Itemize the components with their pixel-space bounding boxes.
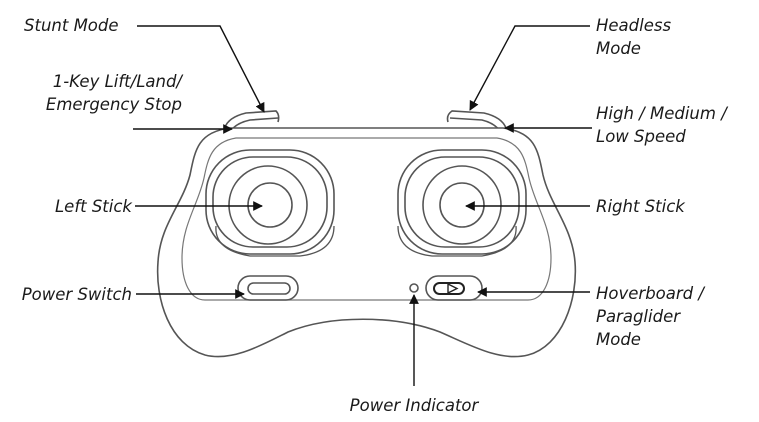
label-one-key-lift: 1-Key Lift/Land/ Emergency Stop [10,70,182,116]
left-stick-well [205,149,335,257]
label-power-switch: Power Switch [21,285,132,304]
power-switch [237,275,299,301]
label-hoverboard-mode-line-2: Paraglider [596,307,681,326]
label-left-stick: Left Stick [54,197,132,216]
label-speed: High / Medium / Low Speed [596,102,727,148]
label-speed-line-2: Low Speed [596,127,686,146]
power-indicator-led [409,283,419,293]
label-hoverboard-mode-line-1: Hoverboard / [596,284,704,303]
label-headless-mode-line-1: Headless [596,16,672,35]
callout-headless-mode [469,25,590,111]
left-stick [228,165,308,245]
label-one-key-lift-line-2: Emergency Stop [45,95,182,114]
callout-lines [133,25,592,386]
label-hoverboard-mode-line-3: Mode [596,330,641,349]
callout-stunt-mode [137,25,265,113]
label-speed-line-1: High / Medium / [596,104,727,123]
label-headless-mode-line-2: Mode [596,39,641,58]
label-right-stick: Right Stick [596,197,685,216]
label-one-key-lift-line-1: 1-Key Lift/Land/ [52,72,182,91]
right-stick [422,165,502,245]
label-power-indicator: Power Indicator [349,396,479,415]
label-headless-mode: Headless Mode [596,14,671,60]
label-stunt-mode: Stunt Mode [24,16,119,35]
label-hoverboard-mode: Hoverboard / Paraglider Mode [596,282,704,351]
controller-rim [181,137,552,301]
right-stick-well [397,149,527,257]
